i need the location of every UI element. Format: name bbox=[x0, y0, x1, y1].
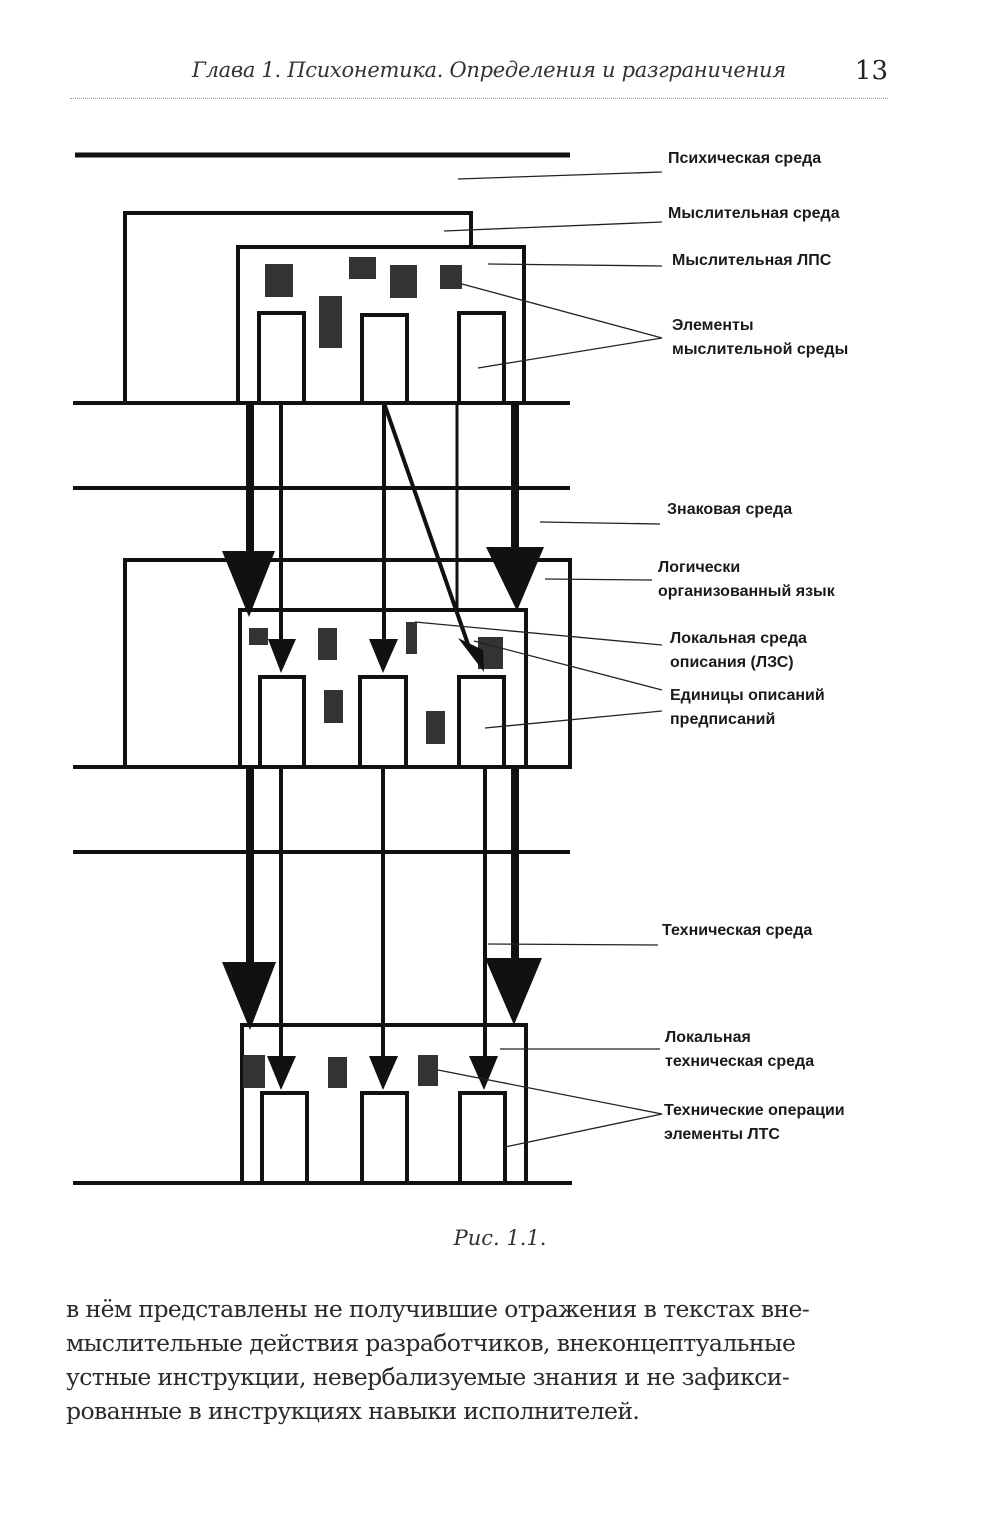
big-arrowhead-right-2 bbox=[485, 958, 542, 1025]
body-line: рованные в инструкциях навыки исполнител… bbox=[66, 1397, 640, 1425]
small-arrowhead-6 bbox=[469, 1056, 498, 1090]
big-arrowhead-left-2 bbox=[222, 962, 276, 1030]
leader-mental-lps bbox=[487, 263, 663, 267]
label-local-technical-env: Локальная техническая среда bbox=[665, 1029, 814, 1070]
label-logical-language: Логически организованный язык bbox=[658, 559, 836, 600]
block bbox=[319, 296, 342, 348]
mental-env-frame bbox=[123, 211, 473, 403]
leader-sign-env bbox=[539, 521, 661, 525]
body-paragraph: в нём представлены не получившие отражен… bbox=[66, 1292, 896, 1428]
figure-caption: Рис. 1.1. bbox=[453, 1226, 547, 1250]
technical-operation-2 bbox=[360, 1091, 409, 1185]
block bbox=[243, 1055, 265, 1088]
leader-mental-elements bbox=[461, 283, 663, 369]
description-unit-1 bbox=[258, 675, 306, 769]
leader-technical-ops bbox=[437, 1069, 663, 1148]
description-unit-2 bbox=[358, 675, 408, 769]
arrowheads bbox=[222, 547, 544, 1090]
logical-language-frame bbox=[123, 558, 572, 767]
leader-description-units-b bbox=[484, 710, 663, 729]
block bbox=[349, 257, 376, 279]
label-technical-env: Техническая среда bbox=[662, 922, 812, 939]
leader-logical-language bbox=[544, 578, 653, 581]
block bbox=[249, 628, 268, 645]
body-line: в нём представлены не получившие отражен… bbox=[66, 1295, 810, 1323]
leader-lines bbox=[414, 171, 663, 1148]
label-description-units: Единицы описаний предписаний bbox=[670, 687, 829, 728]
leader-technical-env bbox=[487, 943, 659, 946]
label-mental-lps: Мыслительная ЛПС bbox=[672, 252, 832, 269]
technical-operation-1 bbox=[260, 1091, 309, 1185]
connectors bbox=[246, 402, 519, 1063]
small-arrowhead-1 bbox=[268, 639, 296, 673]
leader-local-description bbox=[414, 621, 663, 646]
big-arrowhead-left-1 bbox=[222, 551, 275, 617]
mental-element-1 bbox=[257, 311, 306, 405]
block bbox=[426, 711, 445, 744]
big-arrowhead-right-1 bbox=[486, 547, 544, 611]
leader-mental-env bbox=[443, 221, 663, 232]
small-arrowhead-4 bbox=[267, 1056, 296, 1090]
block bbox=[440, 265, 462, 289]
block bbox=[265, 264, 293, 297]
level-mental bbox=[73, 152, 570, 405]
sign-blocks bbox=[249, 622, 503, 744]
level-sign bbox=[73, 486, 572, 769]
small-arrowhead-3 bbox=[458, 638, 484, 672]
technical-operation-3 bbox=[458, 1091, 507, 1185]
label-psychic-env: Психическая среда bbox=[668, 150, 821, 167]
page-number: 13 bbox=[854, 56, 888, 86]
mental-blocks bbox=[265, 257, 462, 348]
small-arrowhead-2 bbox=[369, 639, 398, 673]
figure-diagram: Психическая среда Мыслительная среда Мыс… bbox=[73, 150, 849, 1185]
body-line: устные инструкции, невербализуемые знани… bbox=[66, 1363, 790, 1391]
technical-blocks bbox=[243, 1055, 438, 1088]
block bbox=[324, 690, 343, 723]
description-unit-3 bbox=[457, 675, 506, 769]
small-arrowhead-5 bbox=[369, 1056, 398, 1090]
label-technical-operations: Технические операции элементы ЛТС bbox=[664, 1102, 849, 1143]
body-line: мыслительные действия разработчиков, вне… bbox=[66, 1329, 796, 1357]
leader-psychic bbox=[457, 171, 663, 180]
label-mental-elements: Элементы мыслительной среды bbox=[672, 317, 848, 358]
block bbox=[418, 1055, 438, 1086]
mental-element-3 bbox=[457, 311, 506, 405]
block bbox=[406, 622, 417, 654]
block bbox=[328, 1057, 347, 1088]
leader-description-units-a bbox=[473, 640, 663, 691]
label-local-description-env: Локальная среда описания (ЛЗС) bbox=[670, 630, 811, 671]
mental-element-2 bbox=[360, 313, 409, 405]
block bbox=[390, 265, 417, 298]
level-technical bbox=[73, 850, 572, 1185]
figure-labels: Психическая среда Мыслительная среда Мыс… bbox=[658, 150, 849, 1143]
label-sign-env: Знаковая среда bbox=[667, 501, 792, 518]
chapter-title: Глава 1. Психонетика. Определения и разг… bbox=[192, 58, 786, 82]
block bbox=[318, 628, 337, 660]
running-head: Глава 1. Психонетика. Определения и разг… bbox=[70, 52, 888, 99]
label-mental-env: Мыслительная среда bbox=[668, 205, 840, 222]
